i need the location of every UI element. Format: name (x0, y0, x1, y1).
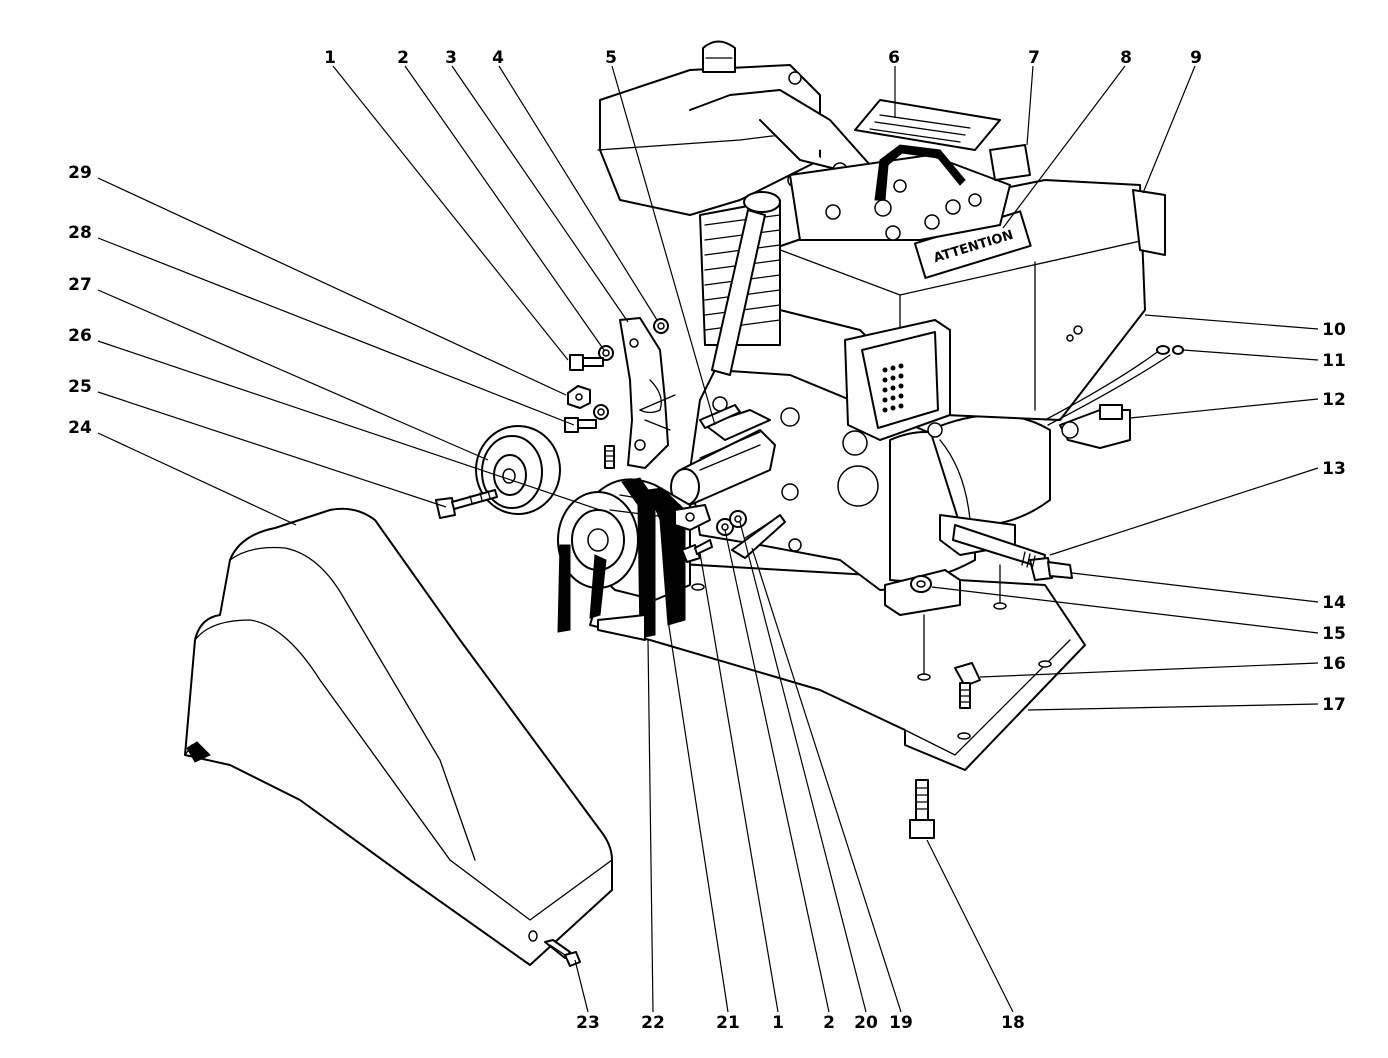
spark-plug-wire (874, 144, 966, 201)
callout-5: 5 (605, 48, 617, 68)
lock-washer-mid (593, 404, 609, 420)
callout-15: 15 (1322, 624, 1346, 644)
belt-guide-washer (716, 518, 734, 536)
leader-lines (97, 65, 1319, 1013)
callout-7: 7 (1028, 48, 1040, 68)
shroud-bracket (989, 144, 1031, 181)
callout-10: 10 (1322, 320, 1346, 340)
warning-decal (854, 99, 1001, 151)
hex-nut (567, 385, 591, 409)
mounting-stud (952, 524, 1073, 581)
callout-16: 16 (1322, 654, 1346, 674)
belt-guide-bracket (674, 504, 711, 531)
callout-26: 26 (68, 326, 92, 346)
callout-2-top: 2 (397, 48, 409, 68)
callout-3: 3 (445, 48, 457, 68)
callout-22: 22 (641, 1013, 665, 1033)
washer-part-4 (653, 318, 669, 334)
callout-6: 6 (888, 48, 900, 68)
cap-screw-top (569, 354, 604, 371)
callout-4: 4 (492, 48, 504, 68)
callout-28: 28 (68, 223, 92, 243)
idler-pulley (475, 425, 561, 515)
callout-1-bottom: 1 (772, 1013, 784, 1033)
callout-11: 11 (1322, 351, 1346, 371)
callout-21: 21 (716, 1013, 740, 1033)
callout-13: 13 (1322, 459, 1346, 479)
callout-12: 12 (1322, 390, 1346, 410)
belt-guide-bolt (681, 539, 713, 563)
muffler (844, 319, 951, 441)
callout-1-top: 1 (324, 48, 336, 68)
callout-27: 27 (68, 275, 92, 295)
idler-spring (639, 379, 676, 414)
oil-fill-tube (711, 191, 781, 376)
plate-bolt (954, 662, 981, 709)
mount-nut (910, 575, 932, 593)
set-screw (604, 445, 615, 469)
callout-17: 17 (1322, 695, 1346, 715)
callout-19: 19 (889, 1013, 913, 1033)
pulley-bolt (435, 489, 498, 519)
callout-24: 24 (68, 418, 92, 438)
callout-25: 25 (68, 377, 92, 397)
callout-2-bottom: 2 (823, 1013, 835, 1033)
cover-screw (544, 939, 581, 967)
belt-cover (184, 507, 613, 966)
callout-18: 18 (1001, 1013, 1025, 1033)
callout-14: 14 (1322, 593, 1346, 613)
side-plate (1132, 189, 1166, 256)
idler-bracket (619, 317, 671, 469)
cap-screw-mid (564, 417, 597, 433)
fuel-tank (597, 40, 871, 216)
cylinder-head (789, 154, 1011, 241)
crankshaft-key (699, 404, 741, 429)
callout-8: 8 (1120, 48, 1132, 68)
lock-washer-top (598, 345, 614, 361)
belt-guide-lockwasher (729, 510, 747, 528)
callout-20: 20 (854, 1013, 878, 1033)
callout-23: 23 (576, 1013, 600, 1033)
callout-29: 29 (68, 163, 92, 183)
callout-labels: 1 2 3 4 5 6 7 8 9 10 11 12 13 14 15 16 1… (68, 48, 1346, 1033)
starter-receptacle (1059, 404, 1131, 449)
callout-9: 9 (1190, 48, 1202, 68)
belt-guide (731, 514, 786, 559)
long-bolt (909, 779, 935, 839)
